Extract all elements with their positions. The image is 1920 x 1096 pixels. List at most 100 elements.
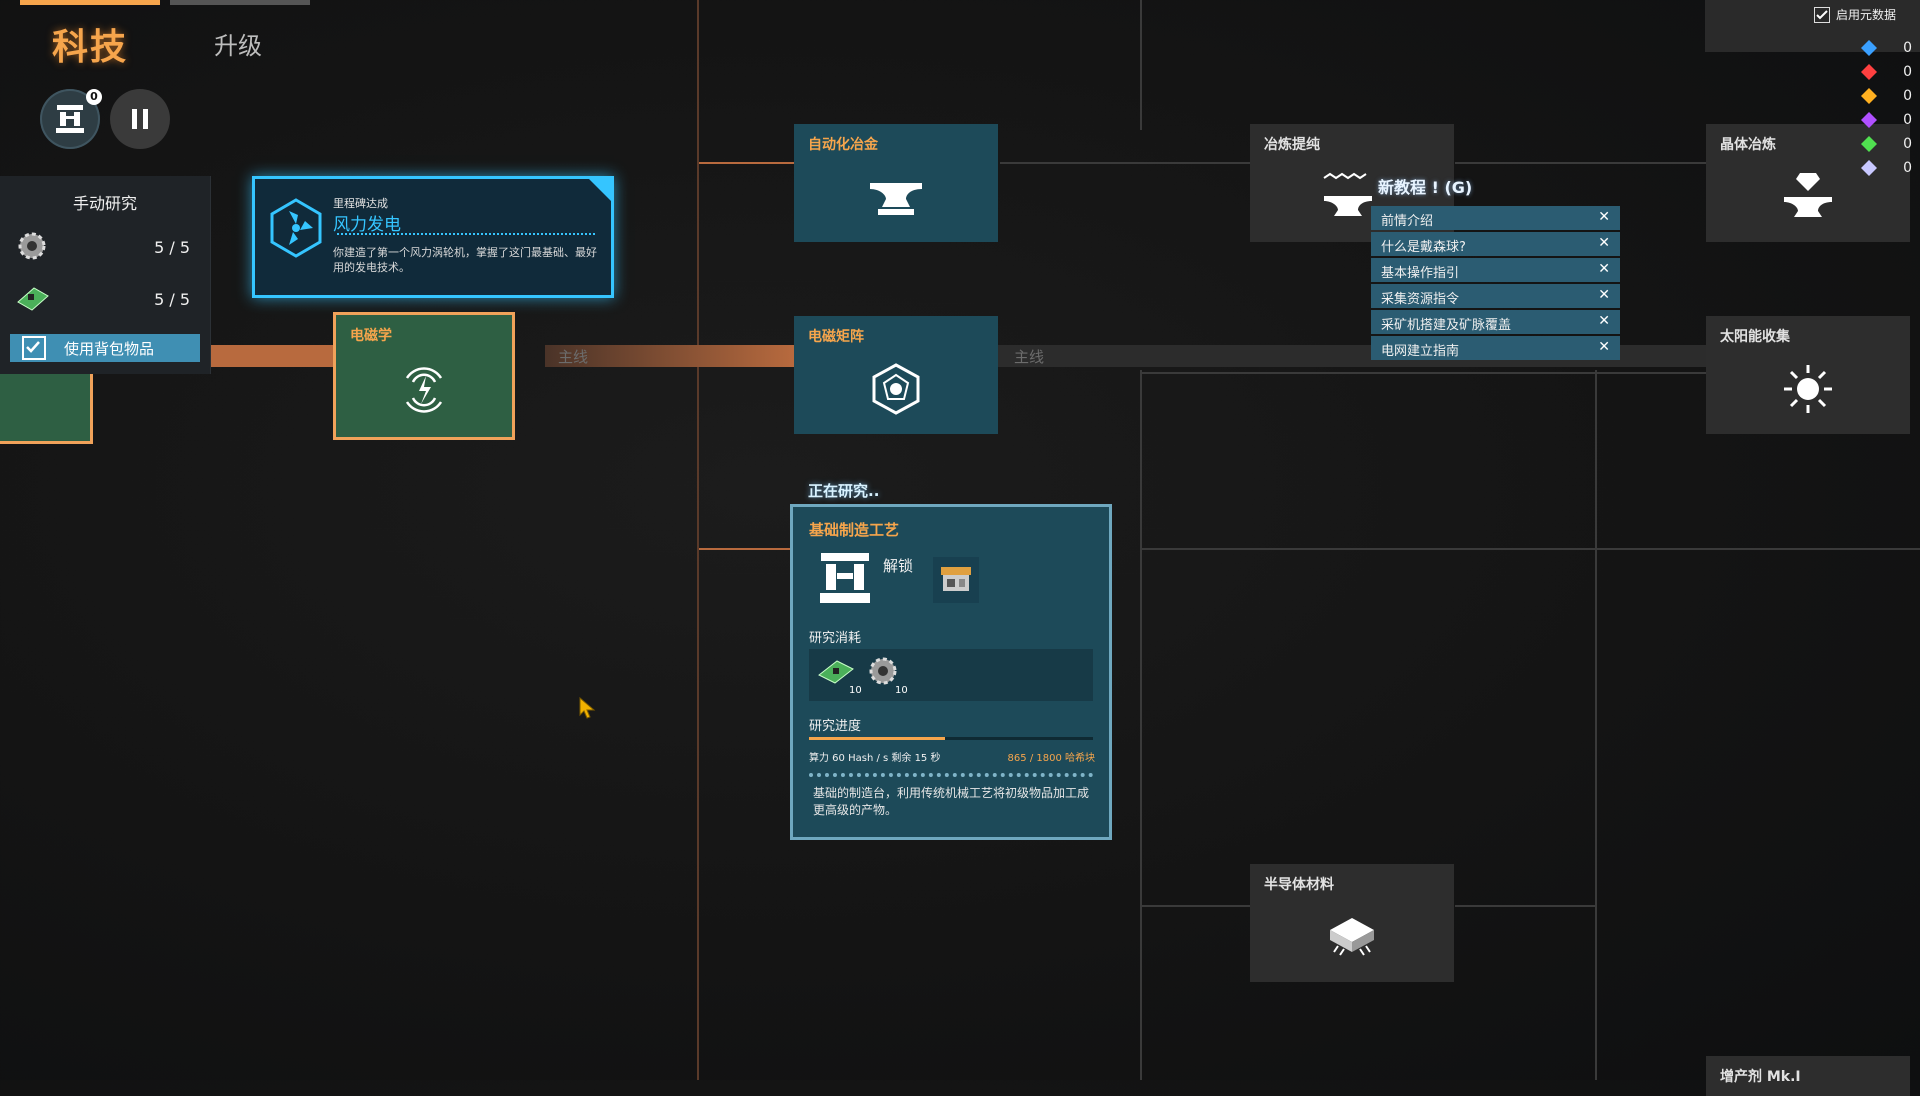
circuit-count: 5 / 5 [154, 290, 190, 309]
gear-icon [18, 232, 46, 260]
connector [1455, 905, 1595, 907]
checkbox-checked[interactable] [22, 336, 46, 360]
green-matrix-icon [1861, 136, 1877, 152]
electromagnetism-icon [405, 367, 443, 413]
tech-node-proliferator[interactable]: 增产剂 Mk.I [1706, 1056, 1910, 1096]
resource-value: 0 [1903, 112, 1912, 128]
tutorial-header[interactable]: 新教程 ! (G) [1378, 174, 1472, 198]
red-matrix-icon [1861, 64, 1877, 80]
connector [1455, 162, 1710, 164]
connector-vertical [697, 0, 699, 1080]
tutorial-item-label: 采矿机搭建及矿脉覆盖 [1381, 318, 1512, 333]
unlock-item[interactable] [933, 557, 979, 603]
node-title: 增产剂 Mk.I [1720, 1069, 1801, 1085]
yellow-matrix-icon [1861, 88, 1877, 104]
connector [1142, 905, 1250, 907]
milestone-popup[interactable]: 里程碑达成 风力发电 你建造了第一个风力涡轮机，掌握了这门最基础、最好用的发电技… [252, 176, 614, 298]
cost-qty: 10 [895, 685, 908, 696]
tech-node-em-matrix[interactable]: 电磁矩阵 [794, 316, 998, 434]
tech-node-semiconductor[interactable]: 半导体材料 [1250, 864, 1454, 982]
tab-upgrade-indicator [170, 0, 310, 5]
use-bag-items-toggle[interactable]: 使用背包物品 [10, 334, 200, 362]
close-icon[interactable]: ✕ [1598, 287, 1610, 303]
tutorial-item[interactable]: 什么是戴森球? ✕ [1371, 232, 1620, 256]
manual-row-gear: 5 / 5 [14, 228, 194, 268]
milestone-corner [586, 176, 614, 204]
blue-matrix-icon [1861, 40, 1877, 56]
research-hash: 865 / 1800 哈希块 [1007, 753, 1095, 764]
tutorial-item[interactable]: 电网建立指南✕ [1371, 336, 1620, 360]
card-divider [809, 773, 1093, 777]
resource-row: 0 [1850, 132, 1920, 156]
close-icon[interactable]: ✕ [1598, 209, 1610, 225]
manual-research-panel: 手动研究 5 / 5 5 / 5 使用背包物品 [0, 176, 211, 374]
progress-label: 研究进度 [809, 719, 862, 734]
unlock-label: 解锁 [883, 557, 914, 575]
tutorial-item-label: 什么是戴森球? [1381, 240, 1466, 255]
node-title: 电磁学 [350, 328, 392, 344]
tutorial-item[interactable]: 采集资源指令 ✕ [1371, 284, 1620, 308]
tutorial-item[interactable]: 采矿机搭建及矿脉覆盖 ✕ [1371, 310, 1620, 334]
milestone-description: 你建造了第一个风力涡轮机，掌握了这门最基础、最好用的发电技术。 [333, 246, 597, 274]
mainline-label: 主线 [1014, 348, 1045, 366]
sun-icon [1784, 365, 1832, 413]
close-icon[interactable]: ✕ [1598, 235, 1610, 251]
tech-node-electromagnetism[interactable]: 电磁学 [333, 312, 515, 440]
purple-matrix-icon [1861, 112, 1877, 128]
close-icon[interactable]: ✕ [1598, 339, 1610, 355]
white-matrix-icon [1861, 160, 1877, 176]
research-lab-button[interactable]: 0 [40, 89, 102, 149]
cost-qty: 10 [849, 685, 862, 696]
tech-node-partial[interactable] [0, 370, 93, 444]
tutorial-list: 前情介绍✕ 什么是戴森球? ✕ 基本操作指引 ✕ 采集资源指令 ✕ 采矿机搭建及矿脉覆… [1371, 206, 1620, 362]
resource-row: 0 [1850, 60, 1920, 84]
progress-track [809, 737, 1093, 740]
tutorial-item-label: 采集资源指令 [1381, 292, 1460, 307]
gear-count: 5 / 5 [154, 238, 190, 257]
research-card[interactable]: 基础制造工艺 解锁 研究消耗 10 10 研究进度 算力 60 Hash / s… [790, 504, 1112, 840]
assembler-machine-icon [941, 567, 971, 591]
circuit-board-icon [818, 660, 854, 684]
resource-value: 0 [1903, 40, 1912, 56]
metadata-toggle[interactable]: 启用元数据 [1814, 6, 1896, 23]
checkbox-checked[interactable] [1814, 6, 1830, 23]
progress-fill [809, 737, 946, 740]
research-description: 基础的制造台，利用传统机械工艺将初级物品加工成更高级的产物。 [813, 786, 1090, 817]
manual-research-title: 手动研究 [72, 194, 137, 213]
tab-tech-indicator [20, 0, 160, 5]
close-icon[interactable]: ✕ [1598, 261, 1610, 277]
resource-list: 0 0 0 0 0 0 [1850, 36, 1920, 186]
node-title: 半导体材料 [1264, 877, 1334, 893]
connector [1142, 372, 1710, 374]
connector-orange [699, 162, 794, 164]
mainline-label: 主线 [558, 348, 589, 366]
check-icon [26, 341, 40, 353]
tech-node-solar-collection[interactable]: 太阳能收集 [1706, 316, 1910, 434]
lab-badge: 0 [86, 89, 102, 105]
close-icon[interactable]: ✕ [1598, 313, 1610, 329]
resource-value: 0 [1903, 160, 1912, 176]
use-bag-label: 使用背包物品 [64, 339, 155, 358]
metadata-label: 启用元数据 [1836, 8, 1897, 22]
research-title: 基础制造工艺 [809, 521, 900, 539]
circuit-board-icon [17, 287, 49, 311]
tech-node-auto-metallurgy[interactable]: 自动化冶金 [794, 124, 998, 242]
matrix-lab-icon [56, 105, 84, 133]
connector-vertical [1140, 370, 1142, 1080]
smelting-icon [1323, 172, 1372, 216]
mainline-band [210, 345, 334, 367]
manual-row-circuit: 5 / 5 [14, 280, 194, 320]
node-title: 太阳能收集 [1720, 329, 1790, 345]
tab-upgrade[interactable]: 升级 [214, 32, 262, 60]
resource-row: 0 [1850, 36, 1920, 60]
tutorial-item[interactable]: 前情介绍✕ [1371, 206, 1620, 230]
research-speed: 算力 60 Hash / s 剩余 15 秒 [809, 753, 941, 764]
tab-tech[interactable]: 科技 [52, 27, 129, 68]
tutorial-item[interactable]: 基本操作指引 ✕ [1371, 258, 1620, 282]
connector [1142, 548, 1920, 550]
mouse-cursor [579, 696, 596, 719]
pause-button[interactable] [110, 89, 170, 149]
em-matrix-icon [872, 363, 920, 415]
connector [1000, 162, 1250, 164]
tutorial-item-label: 基本操作指引 [1381, 266, 1460, 281]
